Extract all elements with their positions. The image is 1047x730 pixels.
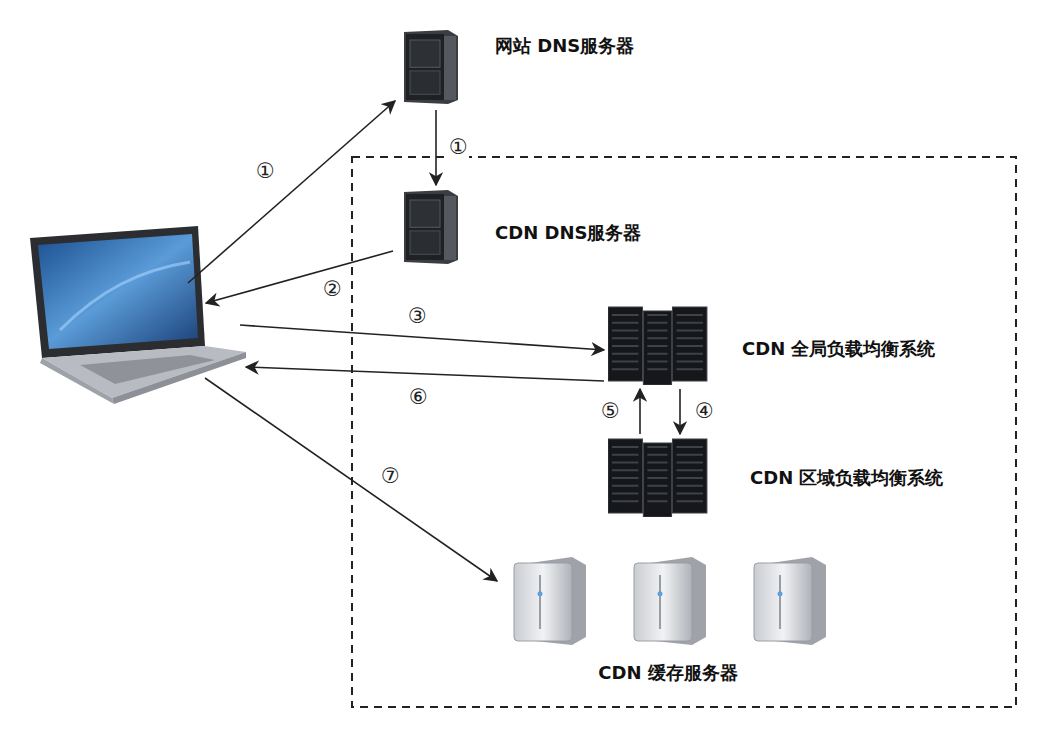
callout-number: ⑦ — [380, 465, 401, 488]
server-icon — [398, 188, 462, 266]
node-label: 网站 DNS服务器 — [495, 34, 634, 58]
cache-server-icon — [628, 555, 708, 647]
node-label: CDN 区域负载均衡系统 — [750, 466, 943, 490]
request-arrow — [188, 101, 395, 283]
callout-number: ⑤ — [600, 400, 621, 423]
cdn-region — [352, 157, 1016, 707]
server-node: CDN DNS服务器 — [398, 188, 641, 266]
flow-arrow — [679, 389, 681, 434]
flow-arrow — [435, 110, 437, 185]
callout-number: ① — [448, 136, 469, 159]
request-arrow — [240, 325, 604, 350]
server-icon — [398, 28, 462, 106]
node-label: CDN 全局负载均衡系统 — [742, 337, 935, 361]
callout-number: ④ — [694, 400, 715, 423]
cache-server-group — [508, 555, 828, 647]
response-arrow — [206, 251, 393, 303]
callout-number: ③ — [407, 305, 428, 328]
rack-server-icon — [608, 437, 712, 517]
callout-number: ① — [255, 160, 276, 183]
cache-server-icon — [508, 555, 588, 647]
server-node: 网站 DNS服务器 — [398, 28, 634, 106]
server-node: CDN 全局负载均衡系统 — [608, 305, 935, 385]
laptop-icon — [30, 226, 246, 404]
callout-number: ② — [322, 278, 343, 301]
response-arrow — [246, 367, 604, 381]
rack-server-icon — [608, 305, 712, 385]
server-node: CDN 缓存服务器 — [508, 555, 828, 685]
server-node: CDN 区域负载均衡系统 — [608, 437, 943, 517]
flow-arrow — [639, 389, 641, 434]
cache-server-icon — [748, 555, 828, 647]
callout-number: ⑥ — [408, 386, 429, 409]
node-label: CDN 缓存服务器 — [598, 661, 737, 685]
node-label: CDN DNS服务器 — [495, 221, 641, 245]
request-arrow — [205, 378, 497, 581]
